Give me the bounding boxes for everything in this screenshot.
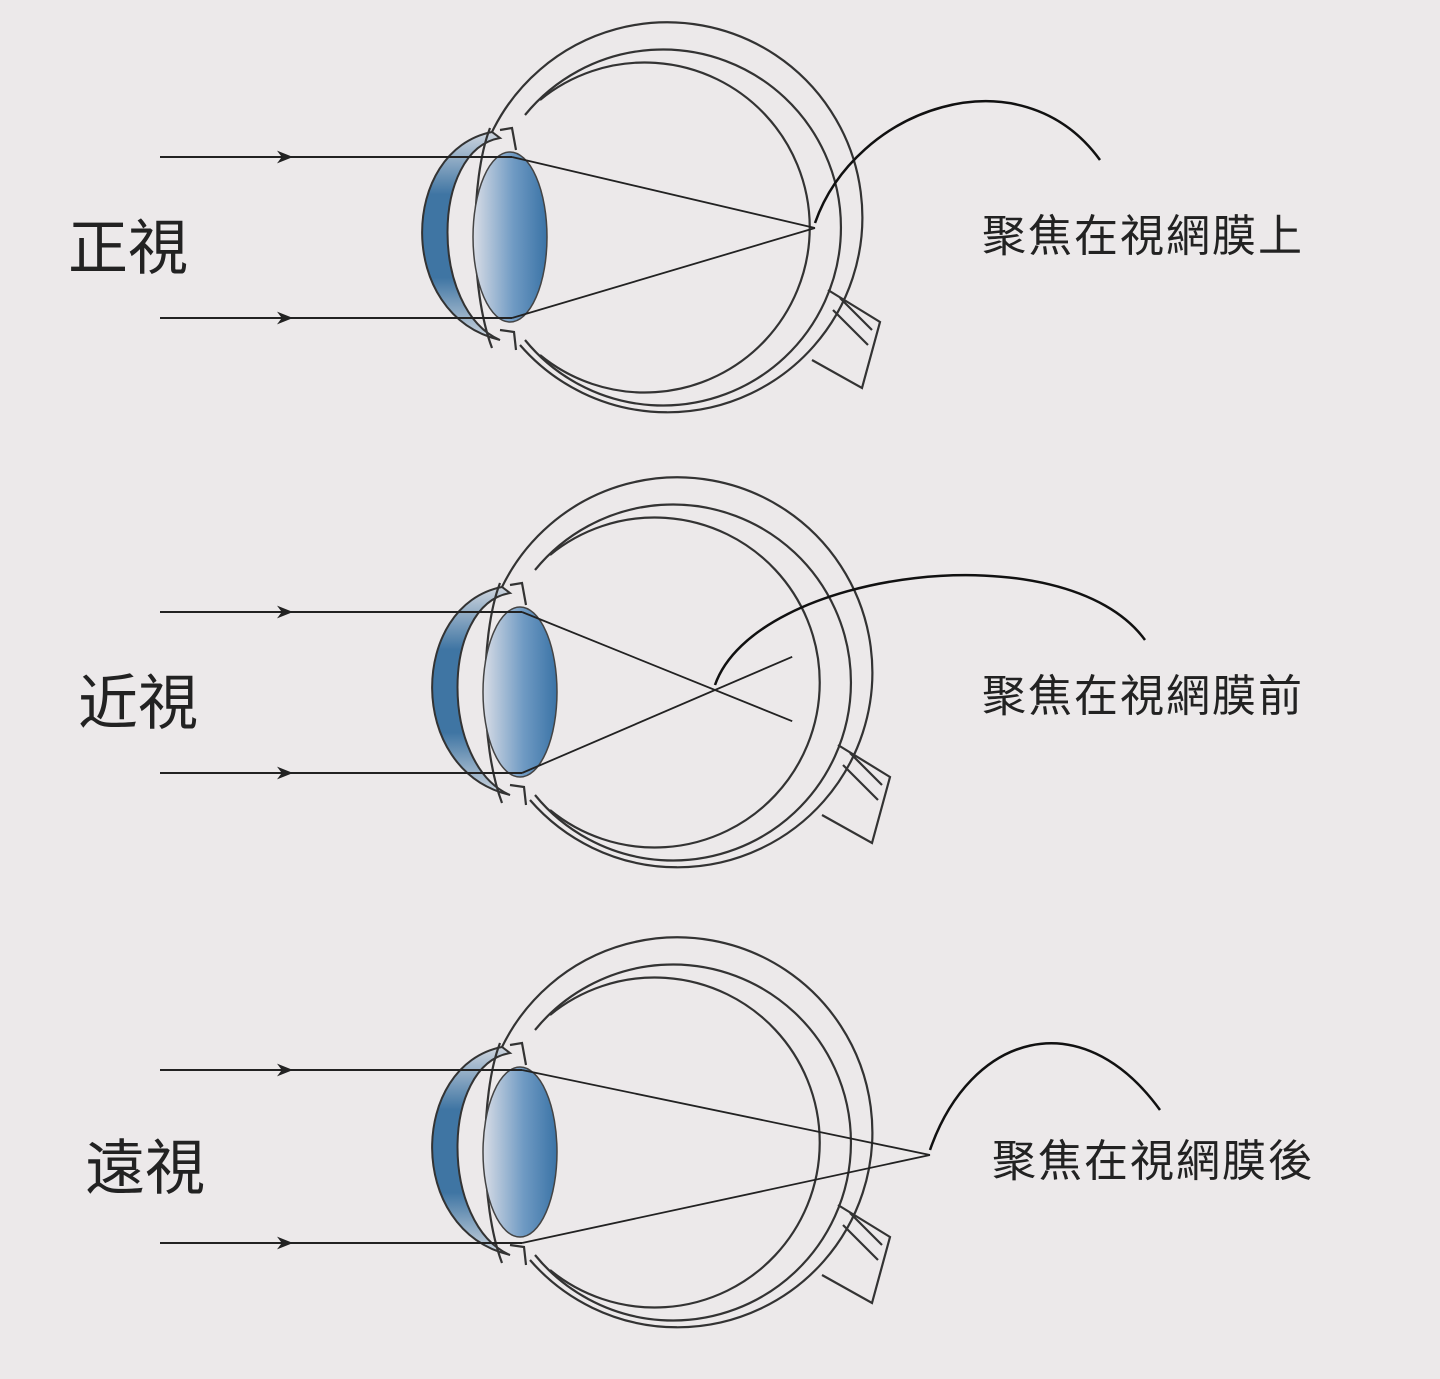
caption-in-front-of-retina: 聚焦在視網膜前 — [982, 671, 1304, 722]
eye — [431, 936, 892, 1329]
refracted-light-ray — [521, 611, 793, 723]
eye — [421, 21, 882, 414]
sclera-inner — [524, 48, 842, 407]
cornea — [431, 585, 513, 796]
refracted-light-ray — [511, 227, 816, 319]
eye-panel-behind-retina — [160, 936, 1162, 1329]
retina — [549, 516, 821, 849]
optic-nerve — [821, 1204, 892, 1305]
sclera-outer — [501, 476, 874, 869]
retina — [539, 61, 811, 394]
condition-label-hyperopia: 遠視 — [85, 1134, 205, 1204]
lens — [482, 606, 558, 778]
retina — [549, 976, 821, 1309]
sclera-inner — [534, 503, 852, 862]
sclera-inner — [534, 963, 852, 1322]
focus-pointer-line — [713, 573, 1147, 686]
refracted-light-ray — [521, 1154, 931, 1244]
eye-panel-in-front-of-retina — [160, 476, 1147, 869]
optic-nerve — [821, 744, 892, 845]
lens — [482, 1066, 558, 1238]
caption-behind-retina: 聚焦在視網膜後 — [992, 1136, 1314, 1187]
cornea — [421, 130, 503, 341]
condition-label-emmetropia: 正視 — [68, 214, 188, 284]
cornea — [431, 1045, 513, 1256]
optic-nerve — [811, 289, 882, 390]
refracted-light-ray — [521, 655, 793, 774]
sclera-outer — [491, 21, 864, 414]
lens — [472, 151, 548, 323]
refracted-light-ray — [521, 1069, 931, 1156]
focus-pointer-line — [813, 100, 1102, 224]
focus-pointer-line — [928, 1042, 1162, 1151]
condition-label-myopia: 近視 — [78, 669, 198, 739]
caption-on-retina: 聚焦在視網膜上 — [982, 211, 1304, 262]
eye — [431, 476, 892, 869]
eye-panel-on-retina — [160, 21, 1102, 414]
sclera-outer — [501, 936, 874, 1329]
refracted-light-ray — [511, 156, 816, 229]
